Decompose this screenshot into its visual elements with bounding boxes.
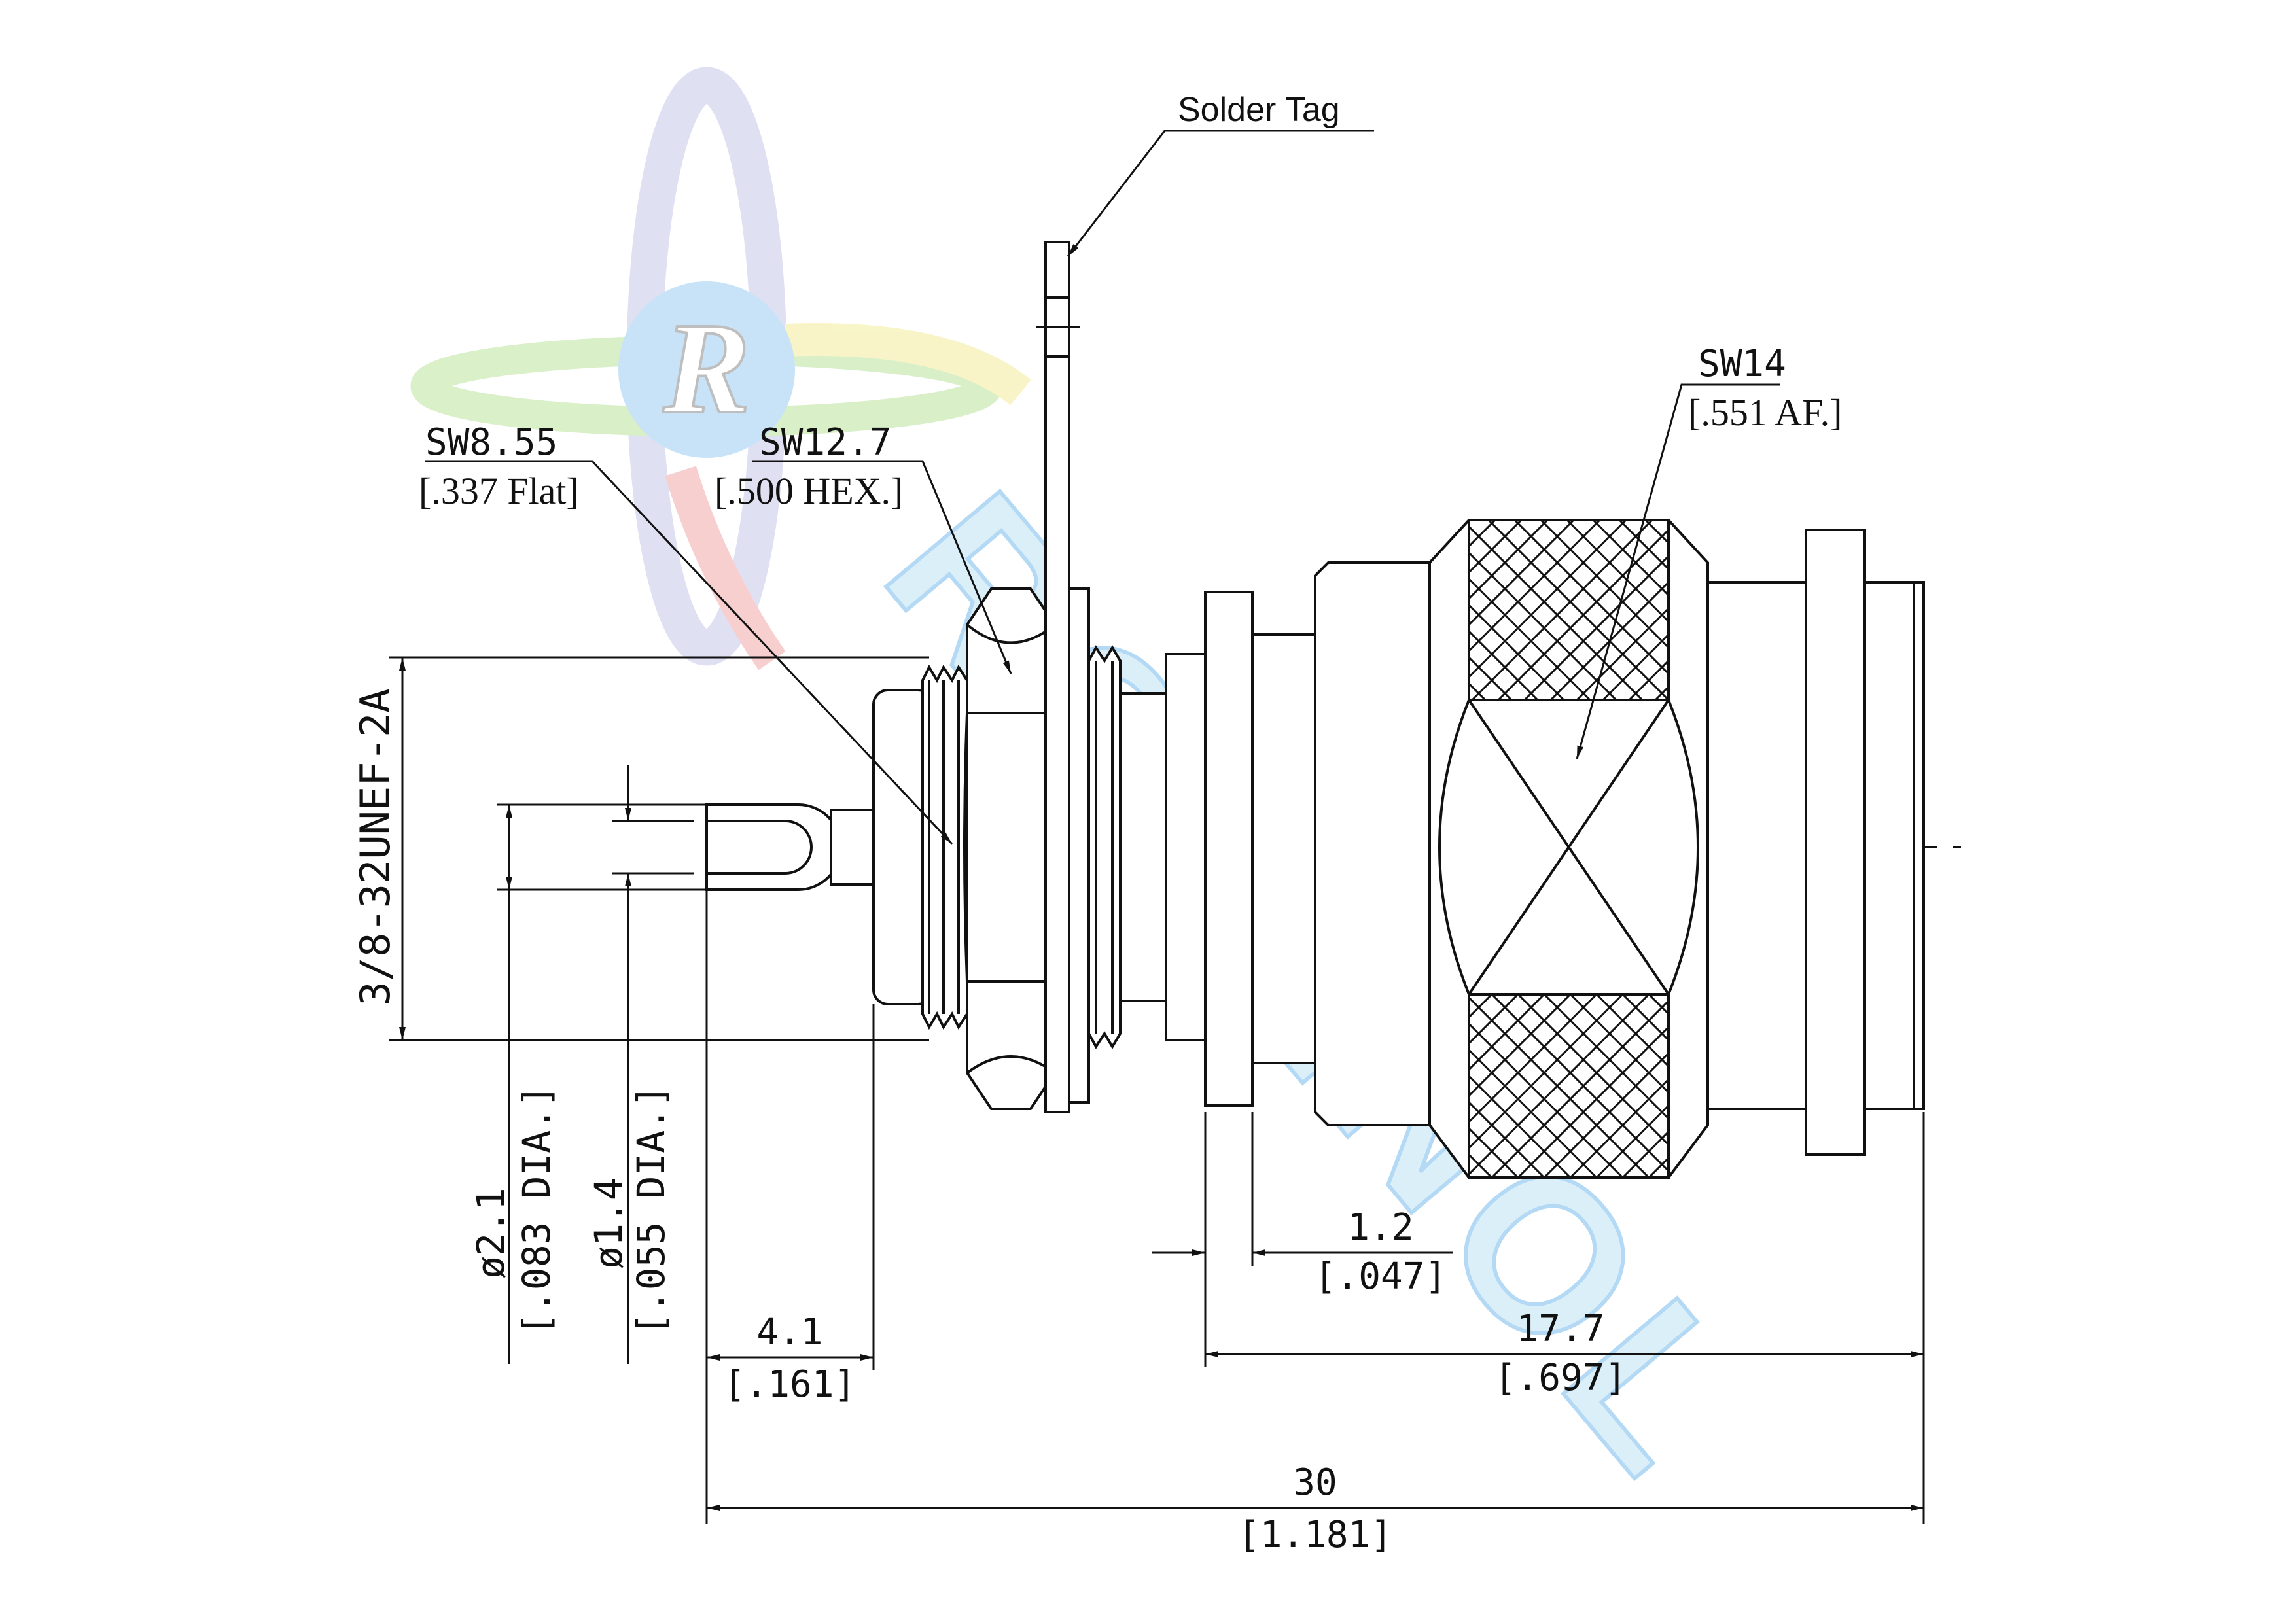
label-dim12-inch: [.047]: [1315, 1255, 1447, 1298]
leader-sw855: [425, 460, 953, 845]
coupling-body: [1314, 561, 1431, 1126]
label-dim41: 4.1: [756, 1311, 822, 1353]
leader-sw127: [752, 460, 1012, 674]
label-dia21: ø2.1: [468, 1187, 513, 1279]
label-sw855: SW8.55: [425, 421, 557, 464]
labels: Solder Tag SW8.55 [.337 Flat] SW12.7 [.5…: [351, 91, 1842, 1556]
solder-tag-plate: [1044, 241, 1070, 1113]
body-collar: [1251, 633, 1316, 1064]
rear-thread: [921, 664, 968, 1030]
label-sw14-inch: [.551 AF.]: [1688, 391, 1842, 434]
leader-solder-tag: [1067, 130, 1374, 257]
connector-body: [705, 241, 1963, 1179]
label-dia21-inch: [.083 DIA.]: [514, 1085, 559, 1336]
knurl-top: [1468, 519, 1670, 701]
label-dim41-inch: [.161]: [724, 1363, 856, 1406]
body-step: [1165, 653, 1207, 1041]
label-sw855-inch: [.337 Flat]: [419, 470, 579, 512]
hex-nut: [963, 587, 1059, 1110]
body-neck: [1119, 692, 1167, 1002]
label-dim12: 1.2: [1347, 1206, 1413, 1249]
label-dim177-inch: [.697]: [1494, 1357, 1627, 1399]
label-dim30: 30: [1293, 1461, 1337, 1504]
label-dia14-inch: [.055 DIA.]: [629, 1085, 673, 1336]
front-body: [1706, 581, 1807, 1110]
pin-shank: [830, 809, 878, 886]
label-thread: 3/8-32UNEF-2A: [351, 688, 399, 1005]
logo-letter: R: [662, 296, 750, 441]
lock-washer: [1068, 587, 1090, 1104]
dimension-lines: [389, 130, 1925, 1524]
label-solder-tag: Solder Tag: [1178, 91, 1340, 129]
label-sw14: SW14: [1698, 343, 1786, 385]
label-dim30-inch: [1.181]: [1238, 1514, 1392, 1556]
front-flange: [1805, 529, 1866, 1156]
leader-sw14: [1576, 383, 1780, 759]
front-thread: [1087, 645, 1122, 1049]
logo-sphere: [618, 281, 795, 458]
flange: [1204, 591, 1254, 1107]
solder-cup-inner: [707, 820, 813, 875]
logo-orbit-yellow: [785, 323, 1031, 406]
solder-cup-pin: [705, 803, 842, 891]
label-sw127: SW12.7: [759, 421, 891, 464]
knurled-coupling-nut: [1428, 519, 1709, 1179]
label-sw127-inch: [.500 HEX.]: [715, 470, 903, 512]
label-dim177: 17.7: [1517, 1308, 1605, 1350]
label-dia14: ø1.4: [586, 1178, 631, 1269]
knurl-bottom: [1468, 993, 1670, 1179]
